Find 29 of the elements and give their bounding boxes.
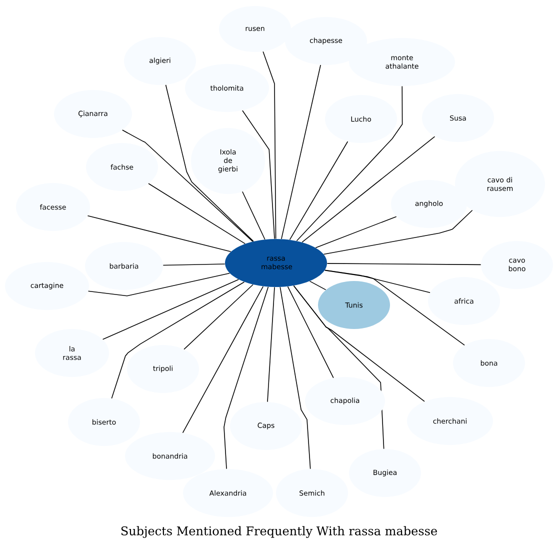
connector-line [324,270,465,346]
connector-line [280,286,311,470]
connector-line [165,84,254,242]
connector-line [242,191,266,240]
connector-line [184,284,254,350]
connector-line [162,264,226,266]
connector-line [182,286,264,434]
connector-line [87,215,232,252]
connector-line [122,130,254,242]
connector-line [102,279,239,340]
connector-line [302,136,436,243]
connector-line [289,141,348,240]
connector-line [323,210,473,255]
connector-line [296,86,403,242]
connector-line [88,272,230,296]
connector-line [293,285,384,450]
chart-title: Subjects Mentioned Frequently With rassa mabesse [121,526,437,538]
connector-line [224,286,269,470]
connector-line [148,183,246,244]
connector-line [326,263,482,266]
connector-line [315,216,397,248]
connector-line [309,280,326,290]
connector-line [267,286,275,402]
connector-line [242,110,275,240]
connector-line [111,282,245,399]
connector-line [281,64,321,240]
connector-line [324,270,430,294]
connector-line [262,51,276,240]
connector-line [287,286,334,378]
